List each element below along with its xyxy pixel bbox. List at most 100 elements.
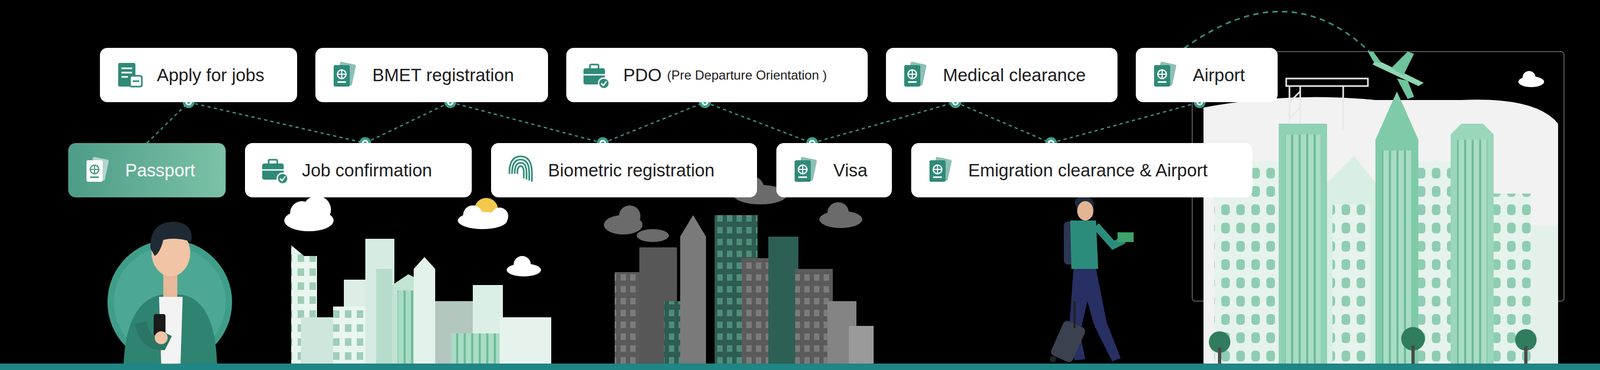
- right-city-part: [1450, 123, 1494, 364]
- step-box: Job confirmation: [244, 142, 472, 198]
- passport-icon-part: [337, 69, 347, 79]
- traveller-figure-part: [1077, 200, 1094, 221]
- passport-icon-part: [1157, 69, 1167, 79]
- step-subtitle: (Pre Departure Orientation ): [667, 67, 827, 83]
- traveller-figure-part: [1049, 355, 1057, 363]
- passport-icon-part: [933, 164, 942, 174]
- light-city: [291, 238, 552, 364]
- passport-icon-part: [907, 69, 917, 79]
- highlight-step-box: Passport: [68, 142, 226, 198]
- passport-icon-part: [90, 176, 99, 178]
- finger-icon-part: [514, 162, 527, 179]
- doc-icon: [113, 59, 146, 91]
- step-label: Visa: [833, 160, 868, 181]
- right-city-part-part: [1524, 346, 1528, 364]
- dashed-connector: [450, 102, 603, 143]
- passport-icon-part: [90, 164, 99, 174]
- case-icon: [580, 59, 612, 91]
- dashed-connector: [188, 102, 366, 143]
- passport-icon: [925, 154, 957, 186]
- passport-icon-part: [904, 65, 921, 87]
- right-city-part: [1208, 326, 1537, 364]
- dashed-connector: [602, 102, 705, 143]
- step-label: Passport: [125, 160, 196, 181]
- light-city-part: [413, 256, 436, 364]
- finger-icon-part: [512, 159, 530, 180]
- step-label: Airport: [1192, 65, 1245, 86]
- right-city-part-part: [1342, 85, 1345, 129]
- step-box: Emigration clearance & Airport: [911, 142, 1253, 198]
- case-icon-part: [262, 168, 284, 171]
- cloud-part: [491, 207, 509, 225]
- right-city-part: [1332, 204, 1371, 364]
- right-city-part: [1375, 91, 1419, 364]
- passport-icon: [899, 59, 932, 91]
- passport-icon-part: [798, 176, 807, 178]
- ground-line: [0, 363, 1600, 370]
- step-label: Job confirmation: [301, 160, 432, 181]
- dark-city-part: [618, 205, 641, 227]
- dark-city-part: [680, 214, 706, 364]
- light-city-part: [300, 316, 334, 364]
- airplane-part: [1391, 51, 1415, 76]
- cloud-part: [513, 255, 531, 273]
- airplane-part: [1367, 51, 1382, 64]
- dashed-connector: [955, 102, 1051, 143]
- case-icon-part: [601, 81, 607, 86]
- passport-icon: [82, 154, 114, 186]
- right-city-part: [1457, 139, 1488, 364]
- passport-icon: [1149, 59, 1181, 91]
- step-label: Apply for jobs: [156, 65, 265, 86]
- passport-icon-part: [337, 81, 347, 83]
- traveller-figure-part: [1117, 232, 1134, 242]
- dashed-connector: [704, 102, 813, 143]
- step-box: PDO(Pre Departure Orientation ): [566, 47, 868, 103]
- passport-icon: [790, 154, 822, 186]
- case-icon-part: [268, 159, 278, 165]
- step-label: Biometric registration: [548, 160, 715, 181]
- person-figure: [107, 221, 233, 365]
- finger-icon-part: [509, 155, 532, 181]
- case-icon-part: [598, 77, 610, 89]
- airplane: [1367, 51, 1424, 99]
- passport-icon-part: [907, 81, 917, 83]
- passport-icon-part: [333, 65, 350, 87]
- passport-icon-part: [337, 69, 347, 79]
- passport-icon-part: [1157, 69, 1167, 79]
- passport-icon-part: [1154, 65, 1171, 87]
- passport-icon-part: [933, 164, 942, 174]
- right-city-part: [1285, 134, 1321, 364]
- person-figure-part: [154, 330, 168, 344]
- finger-icon-part: [517, 165, 524, 178]
- person-figure-part: [123, 294, 218, 364]
- step-label: BMET registration: [372, 65, 514, 86]
- case-icon-part: [277, 173, 288, 184]
- right-city-part-part: [1217, 347, 1222, 364]
- step-label: Emigration clearance & Airport: [968, 160, 1208, 181]
- right-city-part-part: [1411, 344, 1415, 364]
- light-city-part: [376, 268, 393, 364]
- dashed-connector: [365, 102, 451, 143]
- passport-icon-part: [929, 160, 946, 182]
- dark-city-part: [768, 236, 799, 364]
- dark-city-part: [636, 228, 669, 242]
- passport-icon-part: [907, 69, 917, 79]
- passport-icon-part: [933, 176, 942, 178]
- dashed-connector: [1050, 102, 1200, 143]
- passport-icon-part: [798, 164, 807, 174]
- dark-city: [603, 176, 874, 364]
- cloud-part: [463, 205, 483, 225]
- passport-icon-part: [86, 160, 103, 182]
- step-box: Medical clearance: [885, 47, 1118, 103]
- finger-icon: [505, 154, 537, 186]
- cloud: [457, 205, 542, 277]
- traveller-figure-part: [1073, 300, 1076, 328]
- passport-icon-part: [794, 160, 811, 182]
- person-figure-part: [150, 221, 192, 256]
- step-box: BMET registration: [315, 47, 549, 103]
- dashed-connector: [812, 102, 956, 143]
- case-icon-part: [589, 64, 599, 70]
- case-icon-part: [279, 176, 286, 181]
- doc-icon-part: [132, 80, 140, 82]
